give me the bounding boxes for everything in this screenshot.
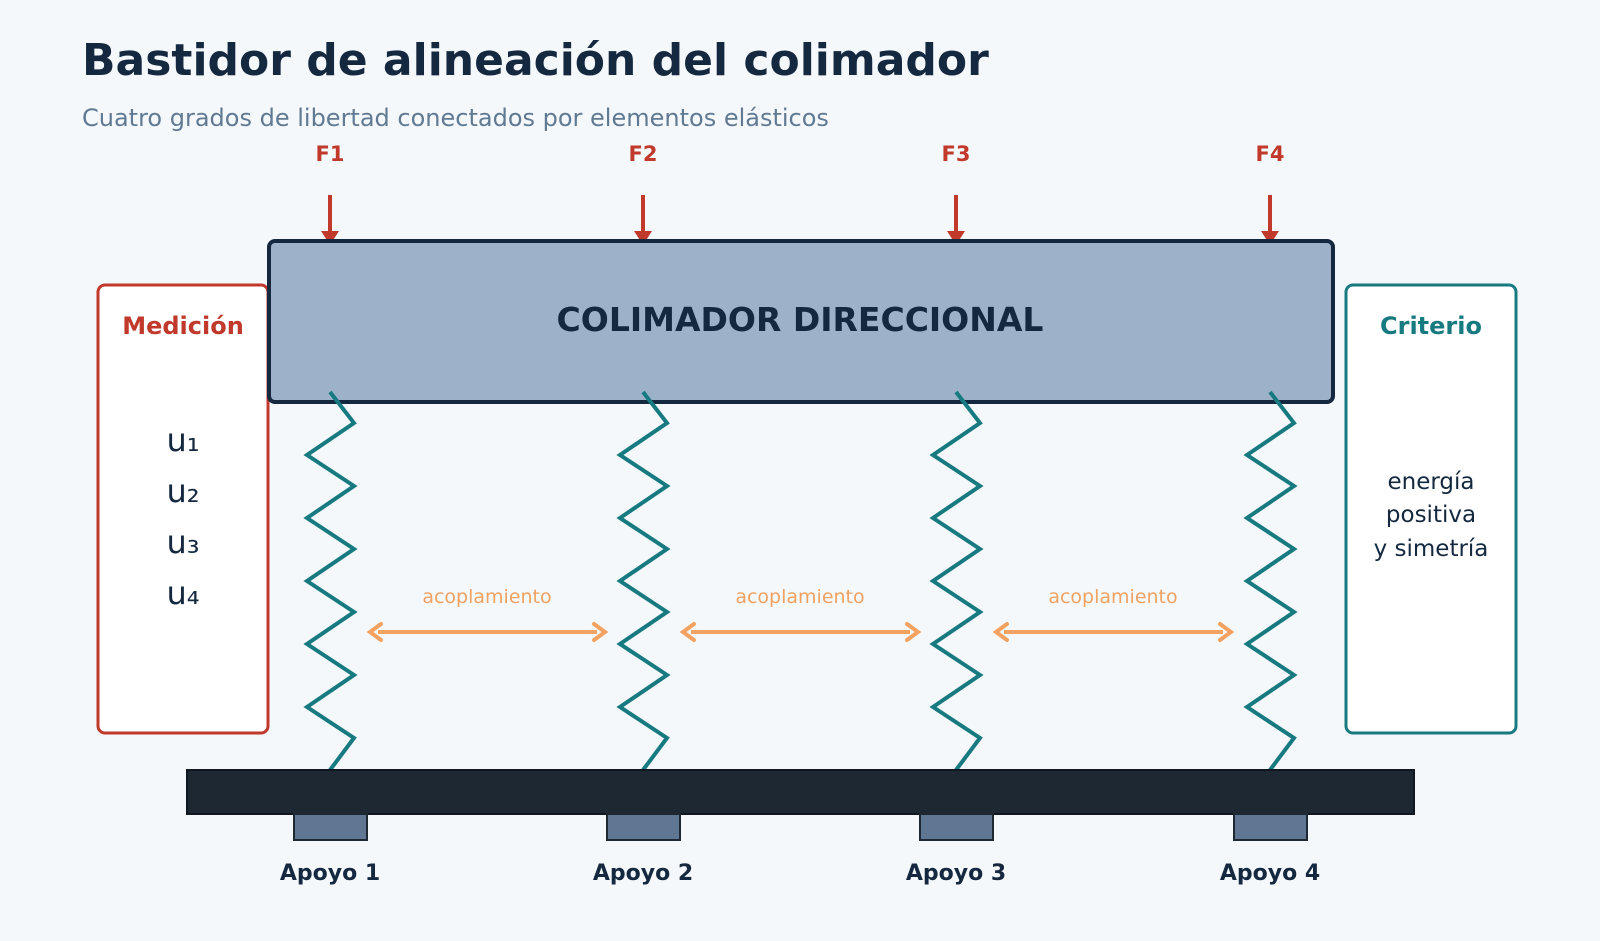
- coupling-label-2: acoplamiento: [735, 586, 864, 608]
- support-pads: [293, 813, 1308, 841]
- support-labels: Apoyo 1 Apoyo 2 Apoyo 3 Apoyo 4: [280, 861, 1320, 886]
- support-pad-2: [606, 813, 681, 841]
- support-pad-1: [293, 813, 368, 841]
- force-arrowhead-3: [947, 231, 965, 245]
- support-label-4: Apoyo 4: [1220, 861, 1320, 886]
- coupling-arrowhead-1a: [366, 622, 383, 642]
- support-label-1: Apoyo 1: [280, 861, 380, 886]
- measurement-u2: u₂: [166, 472, 199, 510]
- force-arrows: [321, 195, 1279, 245]
- criterion-box: [1344, 283, 1518, 735]
- force-arrowhead-4: [1261, 231, 1279, 245]
- force-labels: F1 F2 F3 F4: [316, 142, 1285, 166]
- criterion-line-1: energía: [1387, 469, 1474, 495]
- measurement-u4: u₄: [166, 574, 199, 612]
- coupling-arrowhead-3a: [992, 622, 1009, 642]
- base-plate: [186, 769, 1415, 815]
- criterion-line-3: y simetría: [1374, 536, 1489, 562]
- coupling-label-3: acoplamiento: [1048, 586, 1177, 608]
- force-label-4: F4: [1256, 142, 1285, 166]
- force-arrowhead-1: [321, 231, 339, 245]
- springs: [303, 390, 1298, 772]
- criterion-title: Criterio: [1380, 312, 1482, 340]
- force-label-3: F3: [942, 142, 971, 166]
- spring-1: [303, 390, 358, 772]
- force-label-2: F2: [629, 142, 658, 166]
- coupling-arrowhead-3b: [1218, 622, 1235, 642]
- page-subtitle: Cuatro grados de libertad conectados por…: [82, 104, 829, 132]
- force-arrowhead-2: [634, 231, 652, 245]
- coupling-arrowhead-2a: [679, 622, 696, 642]
- spring-3: [929, 390, 984, 772]
- couplings: acoplamiento acoplamiento acoplamiento: [366, 586, 1235, 642]
- force-label-1: F1: [316, 142, 345, 166]
- measurement-u1: u₁: [166, 421, 199, 459]
- measurement-u3: u₃: [166, 523, 199, 561]
- measurement-box: [96, 283, 270, 735]
- coupling-arrowhead-2b: [905, 622, 922, 642]
- collimator-label: COLIMADOR DIRECCIONAL: [557, 300, 1044, 339]
- support-pad-4: [1233, 813, 1308, 841]
- collimator-block: [267, 239, 1335, 404]
- spring-4: [1243, 390, 1298, 772]
- measurement-title: Medición: [122, 312, 244, 340]
- support-label-3: Apoyo 3: [906, 861, 1006, 886]
- spring-2: [616, 390, 671, 772]
- support-label-2: Apoyo 2: [593, 861, 693, 886]
- criterion-line-2: positiva: [1386, 502, 1476, 528]
- support-pad-3: [919, 813, 994, 841]
- page-title: Bastidor de alineación del colimador: [82, 35, 989, 86]
- coupling-label-1: acoplamiento: [422, 586, 551, 608]
- coupling-arrowhead-1b: [592, 622, 609, 642]
